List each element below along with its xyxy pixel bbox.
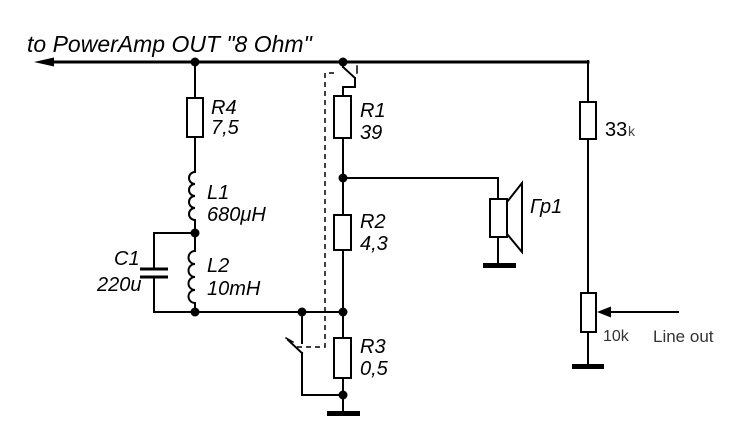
junction-dot [190, 57, 200, 67]
c1-ref-label: C1 [114, 248, 140, 270]
switch-gang-link-dashed [297, 72, 338, 348]
junction-dot [338, 173, 348, 183]
junction-dot [190, 307, 200, 317]
speaker-frame [489, 198, 508, 238]
resistor-r1-body [333, 95, 352, 139]
resistor-33k-body [579, 101, 597, 140]
junction-dot [338, 57, 348, 67]
r2-value-label: 4,3 [360, 233, 388, 255]
r5-unit-label: k [628, 123, 636, 139]
switch-contact-icon [284, 336, 295, 344]
speaker-ref-label: Гр1 [530, 196, 562, 218]
r5-value-label: 33 [605, 119, 627, 141]
wire-jog [342, 77, 356, 97]
l1-value-label: 680μH [207, 204, 266, 226]
ground-symbol [483, 263, 516, 268]
line-out-label: Line out [653, 327, 714, 346]
r1-value-label: 39 [360, 122, 382, 144]
switch-blade-icon [341, 65, 357, 80]
resistor-r4-body [186, 97, 204, 138]
ground-symbol [572, 364, 604, 369]
inductor-l2-coil [187, 249, 197, 305]
r1-ref-label: R1 [360, 100, 386, 122]
resistor-r2-body [333, 214, 352, 251]
l2-value-label: 10mH [207, 278, 261, 300]
wiper-arrow-icon [597, 306, 611, 318]
r3-value-label: 0,5 [360, 358, 389, 380]
ground-symbol [327, 411, 360, 416]
inductor-l1-coil [188, 170, 197, 222]
left-branch [140, 61, 344, 313]
line-out-branch [572, 101, 679, 369]
speaker-cone-icon [506, 180, 523, 255]
pot-value-label: 10k [603, 328, 630, 345]
arrow-left-icon [34, 57, 54, 67]
junction-dot [190, 228, 200, 238]
r4-ref-label: R4 [211, 97, 237, 119]
junction-dots [190, 57, 348, 400]
speaker-branch [483, 177, 523, 268]
potentiometer-10k-body [580, 292, 597, 333]
junction-dot [338, 390, 348, 400]
resistor-r3-body [333, 337, 352, 379]
junction-dot [338, 307, 348, 317]
r3-ref-label: R3 [360, 336, 386, 358]
middle-branch [327, 61, 499, 416]
output-label: to PowerAmp OUT "8 Ohm" [27, 31, 314, 57]
junction-dot [297, 307, 307, 317]
l2-ref-label: L2 [207, 255, 229, 277]
switch-blade-icon [286, 338, 304, 355]
bypass-switch-branch [284, 72, 344, 396]
r2-ref-label: R2 [360, 211, 386, 233]
l1-ref-label: L1 [207, 182, 229, 204]
poweramp-output-line [34, 57, 590, 103]
r4-value-label: 7,5 [211, 117, 240, 139]
c1-value-label: 220u [96, 274, 142, 296]
